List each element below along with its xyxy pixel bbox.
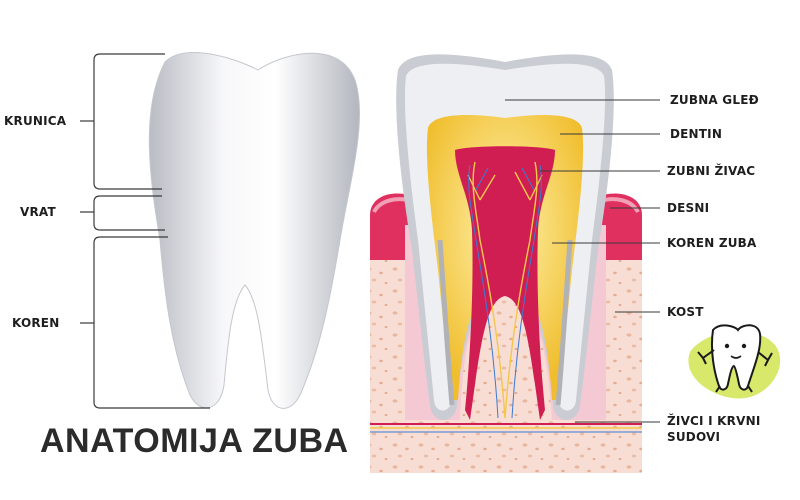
label-vessels-line1: ŽIVCI I KRVNI <box>667 414 761 428</box>
bracket-crown <box>80 53 165 190</box>
tooth-mascot <box>688 324 781 399</box>
label-root-canal: KOREN ZUBA <box>667 236 757 250</box>
bracket-root <box>80 236 210 409</box>
leader-lines <box>505 99 660 423</box>
label-enamel: ZUBNA GLEĐ <box>670 93 759 107</box>
label-root: KOREN <box>12 316 60 330</box>
page-title: ANATOMIJA ZUBA <box>40 422 349 460</box>
label-bone: KOST <box>667 305 704 319</box>
bracket-neck <box>80 195 165 231</box>
whole-tooth <box>148 52 361 409</box>
label-vessels-line2: SUDOVI <box>667 430 721 444</box>
label-crown: KRUNICA <box>4 114 67 128</box>
label-dentin: DENTIN <box>670 127 723 141</box>
label-nerve: ZUBNI ŽIVAC <box>667 164 756 178</box>
label-gum: DESNI <box>667 201 710 215</box>
tooth-cross-section <box>370 54 642 473</box>
label-neck: VRAT <box>20 205 56 219</box>
